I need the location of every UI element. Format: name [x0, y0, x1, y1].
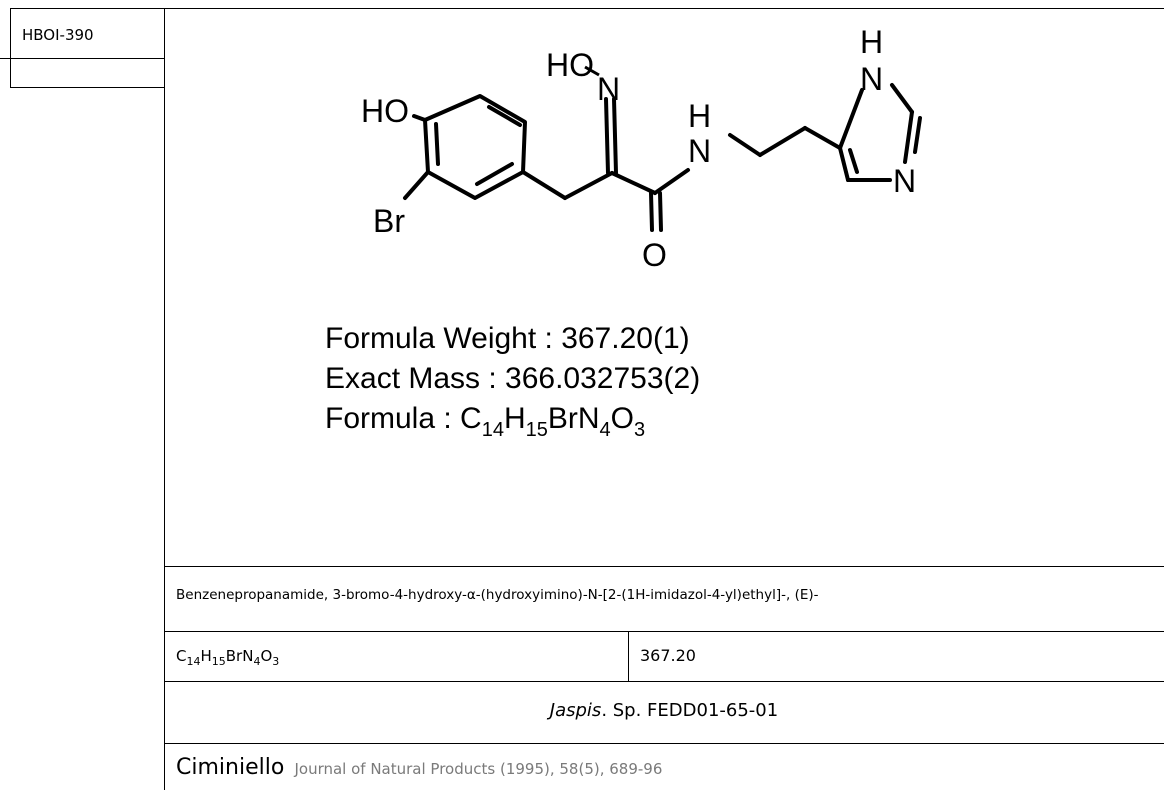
atom-n3-imidazole: N [893, 163, 916, 199]
formula-o: O [610, 402, 635, 435]
mf-br: Br [225, 647, 243, 665]
bond-ring-ch2 [521, 170, 567, 200]
bond-c-o-1 [649, 191, 654, 232]
molecular-weight: 367.20 [640, 646, 696, 665]
bond-c-n-oxime-1 [604, 97, 610, 175]
atom-ho-phenol: HO [361, 93, 409, 129]
biological-source: Jaspis. Sp. FEDD01-65-01 [164, 700, 1164, 721]
id-row-separator [0, 58, 164, 59]
imidazole-bond-c4-n1 [838, 88, 864, 150]
atom-ho-oxime: HO [546, 47, 594, 83]
reference-citation: Journal of Natural Products (1995), 58(5… [294, 760, 663, 778]
source-genus: Jaspis [549, 700, 602, 721]
row-separator-2 [164, 631, 1164, 632]
formula-h-count: 15 [525, 419, 548, 441]
bond-c-o-2 [658, 191, 663, 232]
bond-ch2-c [563, 171, 614, 200]
formula-n: N [577, 402, 600, 435]
row-separator-3 [164, 681, 1164, 682]
atom-o-carbonyl: O [642, 237, 667, 273]
formula-h: H [503, 402, 526, 435]
reference: Ciminiello Journal of Natural Products (… [176, 755, 662, 780]
atom-n1-imidazole: N [860, 61, 883, 97]
formula-n-count: 4 [599, 419, 611, 441]
benzene-ring-outline [423, 94, 527, 200]
atom-n-oxime: N [597, 71, 620, 107]
bond-n-ch2 [728, 133, 762, 157]
mf-o: O [260, 647, 273, 665]
formula-c: C [460, 402, 482, 435]
bond-ch2-ch2 [758, 126, 807, 157]
mf-o-count: 3 [272, 655, 280, 668]
bond-ch2-imidazole [803, 126, 842, 150]
bond-c-c-carbonyl [610, 171, 657, 195]
column-separator [628, 631, 629, 681]
source-detail: . Sp. FEDD01-65-01 [601, 700, 779, 721]
atom-h-imidazole: H [860, 24, 883, 60]
formula-o-count: 3 [634, 419, 646, 441]
imidazole-bond-c2-n3 [903, 110, 914, 164]
mf-h: H [200, 647, 212, 665]
bond-c-br [403, 170, 430, 200]
bond-c-n-oxime-2 [612, 97, 618, 175]
bond-o-n-oxime [584, 65, 600, 77]
id-box-top-border [10, 8, 164, 9]
formula-br: Br [547, 402, 578, 435]
imidazole-bond-c5-c4 [838, 146, 850, 182]
formula-line: Formula : C14H15BrN4O3 [325, 402, 645, 442]
imidazole-bond-c2-n3-double [913, 116, 922, 154]
bond-c-n-amide [653, 168, 690, 195]
benzene-inner-bond-1 [487, 105, 522, 127]
benzene-inner-bond-3 [434, 122, 440, 166]
row-separator-1 [164, 566, 1164, 567]
exact-mass: Exact Mass : 366.032753(2) [325, 362, 701, 395]
formula-label: Formula : [325, 402, 461, 435]
record-id-box [10, 8, 164, 88]
benzene-inner-bond-2 [475, 162, 514, 186]
reference-author: Ciminiello [176, 755, 285, 780]
id-box-left-border [10, 8, 11, 88]
record-id: HBOI-390 [22, 26, 94, 44]
mf-n-count: 4 [253, 655, 261, 668]
id-box-bottom-border [10, 87, 164, 88]
atom-br: Br [373, 203, 405, 239]
atom-h-amide: H [688, 98, 711, 134]
mf-h-count: 15 [211, 655, 226, 668]
formula-c-count: 14 [481, 419, 504, 441]
imidazole-bond-n1-c2 [890, 83, 914, 114]
iupac-name: Benzenepropanamide, 3-bromo-4-hydroxy-α-… [176, 587, 819, 603]
bond-c-oh [412, 114, 427, 122]
formula-weight: Formula Weight : 367.20(1) [325, 322, 690, 355]
mf-n: N [242, 647, 254, 665]
mf-c: C [176, 647, 187, 665]
table-left-border [164, 8, 165, 790]
row-separator-4 [164, 743, 1164, 744]
atom-n-amide: N [688, 133, 711, 169]
mf-c-count: 14 [186, 655, 201, 668]
table-top-border [164, 8, 1164, 9]
molecular-formula: C14H15BrN4O3 [176, 647, 279, 668]
imidazole-bond-c5-c4-double [848, 148, 859, 174]
